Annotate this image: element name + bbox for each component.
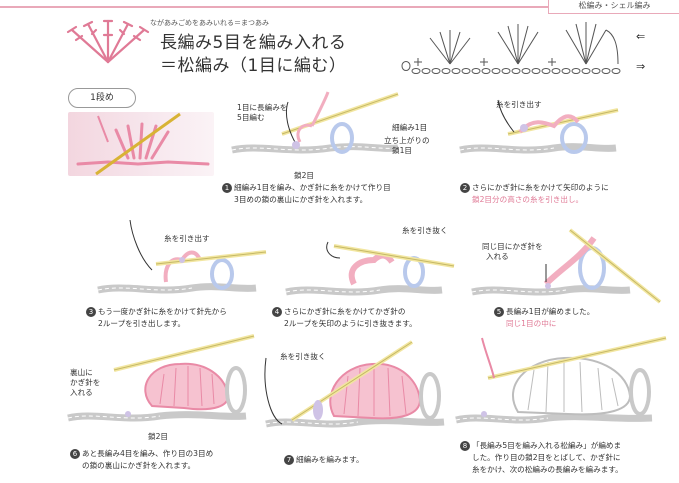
step8-caption-line1: 「長編み5目を編み入れる松編み」が編めま xyxy=(472,441,622,450)
step1-illustration xyxy=(231,91,399,154)
step3-caption-line1: もう一度かぎ針に糸をかけて針先から xyxy=(98,307,227,316)
step4-label-a: 糸を引き抜く xyxy=(402,226,448,235)
row-label: 1段め xyxy=(68,88,136,108)
step1-label-c: 細編み1目 xyxy=(392,123,428,132)
step4-number: 4 xyxy=(272,307,282,317)
step8-caption-line2: した。作り目の鎖2目をとばして、かぎ針に xyxy=(472,453,621,462)
step5-label-a: 同じ目にかぎ針を xyxy=(482,242,543,251)
step1-label-d: 立ち上がりの xyxy=(384,136,430,145)
page-title-line2: ＝松編み（1目に編む） xyxy=(160,56,347,76)
direction-right-icon: ⇒ xyxy=(636,60,646,73)
step1-label-a: 1目に長編みを xyxy=(237,103,288,112)
step7-label-a: 糸を引き抜く xyxy=(280,352,326,361)
page-title-line1: 長編み5目を編み入れる xyxy=(160,33,347,53)
step1-label-e: 鎖1目 xyxy=(392,146,413,155)
step1-label-b: 5目編む xyxy=(237,113,265,122)
step4-illustration xyxy=(285,241,455,296)
step2-label-a: 糸を引き出す xyxy=(496,100,542,109)
step8-number: 8 xyxy=(460,441,470,451)
step3-caption-line2: 2ループを引き出します。 xyxy=(98,319,186,328)
step5-illustration xyxy=(471,228,662,304)
step2-number: 2 xyxy=(460,183,470,193)
step6-caption-line2: の鎖の裏山にかぎ針を入れます。 xyxy=(82,461,196,470)
step3-illustration xyxy=(97,219,267,294)
step8-caption: 8「長編み5目を編み入れる松編み」が編めま した。作り目の鎖2目をとばして、かぎ… xyxy=(460,440,674,476)
step7-caption-line1: 細編みを編みます。 xyxy=(296,455,364,464)
step2-illustration xyxy=(459,99,619,154)
step4-caption-line2: 2ループを矢印のように引き抜きます。 xyxy=(284,319,417,328)
step8-illustration xyxy=(455,336,667,424)
shell-stitch-chart-icon xyxy=(401,22,621,74)
step3-number: 3 xyxy=(86,307,96,317)
step6-number: 6 xyxy=(70,449,80,459)
sample-photo xyxy=(68,112,214,176)
step1-label-f: 鎖2目 xyxy=(294,171,315,180)
step2-caption-line1: さらにかぎ針に糸をかけて矢印のように xyxy=(472,183,609,192)
shell-stitch-symbol-icon xyxy=(66,19,150,64)
step6-label-d: 鎖2目 xyxy=(148,432,169,441)
step8-caption-line3: 糸をかけ、次の松編みの長編みを編みます。 xyxy=(472,465,623,474)
step3-label-a: 糸を引き出す xyxy=(164,234,210,243)
step6-label-c: 入れる xyxy=(70,388,93,397)
step7-number: 7 xyxy=(284,455,294,465)
step6-label-b: かぎ針を xyxy=(70,378,101,387)
step1-caption-line1: 細編み1目を編み、かぎ針に糸をかけて作り目 xyxy=(234,183,391,192)
step6-caption-line1: あと長編み4目を編み、作り目の3目め xyxy=(82,449,214,458)
step1-number: 1 xyxy=(222,183,232,193)
step5-label-b: 入れる xyxy=(486,252,509,261)
direction-left-icon: ⇐ xyxy=(636,30,646,43)
step4-caption-line1: さらにかぎ針に糸をかけてかぎ針の xyxy=(284,307,406,316)
step7-illustration xyxy=(264,340,445,428)
title-ruby: ながあみごめをあみいれる＝まつあみ xyxy=(150,19,269,27)
section-tab: 松編み・シェル編み xyxy=(548,0,679,14)
step6-illustration xyxy=(67,334,255,422)
step5-note: 同じ1目の中に xyxy=(506,319,557,328)
step2-caption-line2: 鎖2目分の高さの糸を引き出し。 xyxy=(472,195,584,204)
step1-caption-line2: 3目めの鎖の裏山にかぎ針を入れます。 xyxy=(234,195,368,204)
step6-label-a: 裏山に xyxy=(70,368,93,377)
header-rule xyxy=(0,6,679,8)
step5-caption-line1: 長編み1目が編めました。 xyxy=(506,307,595,316)
step5-number: 5 xyxy=(494,307,504,317)
